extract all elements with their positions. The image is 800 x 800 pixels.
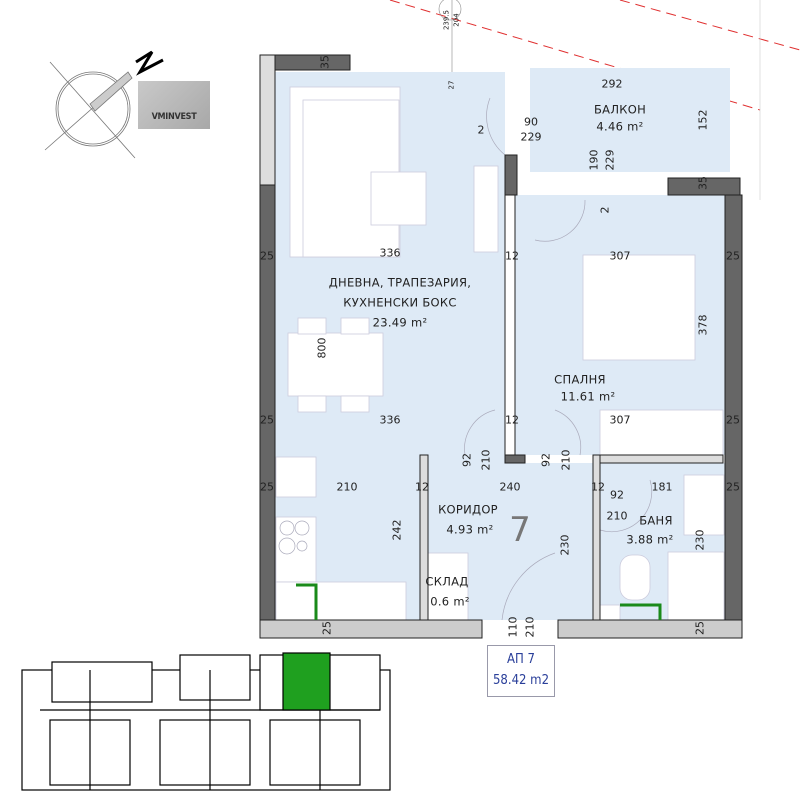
dimension-label: 25 (693, 621, 707, 635)
dimension-label: 152 (696, 109, 710, 131)
dimension-label: 210 (606, 509, 628, 523)
dimension-label: 378 (696, 314, 710, 336)
dimension-label: 92 (539, 453, 553, 467)
company-logo: VMINVEST (138, 81, 210, 129)
dimension-label: 210 (523, 616, 537, 638)
room-name: СКЛАД (425, 574, 469, 589)
dimension-label: 12 (591, 480, 605, 494)
dimension-label: 92 (460, 453, 474, 467)
logo-text: VMINVEST (151, 112, 197, 122)
dimension-label: 204 (452, 13, 461, 27)
dimension-label: 307 (609, 249, 631, 263)
apartment-total-area: 58.42 m2 (492, 673, 550, 688)
room-area: 11.61 m² (560, 389, 616, 404)
dimension-label: 27 (447, 80, 456, 90)
dimension-label: 210 (336, 480, 358, 494)
walls (259, 54, 743, 639)
dimension-label: 230 (558, 534, 572, 556)
room-name: СПАЛНЯ (554, 372, 606, 387)
dimension-label: 25 (726, 249, 740, 263)
room-name: ДНЕВНА, ТРАПЕЗАРИЯ, (328, 275, 472, 290)
room-area: 4.93 m² (446, 522, 494, 537)
dimension-label: 239.5 (442, 9, 451, 31)
room-name: КОРИДОР (438, 502, 498, 517)
room-area: 4.46 m² (596, 119, 644, 134)
balcony-fill (530, 68, 730, 172)
room-area: 23.49 m² (372, 315, 428, 330)
furniture (275, 86, 725, 630)
dimension-label: 12 (505, 249, 519, 263)
room-name: БАЛКОН (593, 102, 647, 117)
dimension-label: 230 (693, 529, 707, 551)
dimension-label: 181 (651, 480, 673, 494)
dimension-label: 336 (379, 246, 401, 260)
dimension-label: 25 (320, 621, 334, 635)
dimension-label: 110 (506, 616, 520, 638)
dimension-label: 25 (260, 480, 274, 494)
room-name: БАНЯ (639, 513, 673, 528)
dimension-label: 2 (477, 123, 485, 137)
apartment-number: 7 (509, 510, 531, 550)
north-arrow-icon (44, 50, 164, 159)
dimension-label: 12 (415, 480, 429, 494)
dimension-label: 12 (505, 413, 519, 427)
dimension-label: 25 (260, 413, 274, 427)
dimension-label: 190 (587, 149, 601, 171)
dimension-label: 292 (601, 77, 623, 91)
dimension-label: 2 (598, 206, 612, 214)
dimension-label: 307 (609, 413, 631, 427)
dimension-label: 229 (603, 149, 617, 171)
dimension-label: 92 (610, 488, 624, 502)
dimension-label: 90 (524, 115, 538, 129)
keyplan-highlight-apartment (282, 652, 331, 711)
building-keyplan (21, 652, 391, 791)
dimension-label: 25 (260, 249, 274, 263)
dimension-label: 210 (479, 449, 493, 471)
dimension-label: 240 (499, 480, 521, 494)
apartment-title: АП 7 (507, 652, 535, 667)
room-name: КУХНЕНСКИ БОКС (343, 295, 457, 310)
dimension-label: 25 (726, 413, 740, 427)
room-area: 3.88 m² (626, 532, 674, 547)
dimension-label: 800 (315, 337, 329, 359)
room-area: 0.6 m² (430, 594, 470, 609)
dimension-label: 25 (726, 480, 740, 494)
dimension-label: 229 (520, 130, 542, 144)
dimension-label: 242 (390, 519, 404, 541)
apartment-label-box: АП 7 58.42 m2 (487, 645, 555, 697)
dimension-label: 35 (696, 176, 710, 190)
dimension-label: 210 (559, 449, 573, 471)
dimension-label: 35 (318, 55, 332, 69)
dimension-label: 336 (379, 413, 401, 427)
